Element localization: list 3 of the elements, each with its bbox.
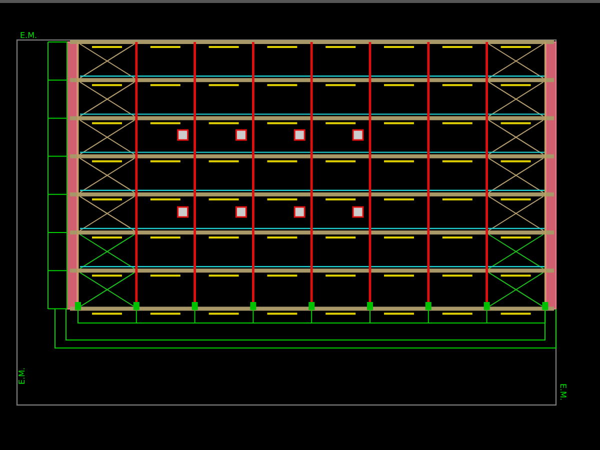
grid-mark: E.M. [20,32,38,40]
grid-mark: E.M. [558,383,567,401]
grid-mark: E.M. [18,367,27,385]
